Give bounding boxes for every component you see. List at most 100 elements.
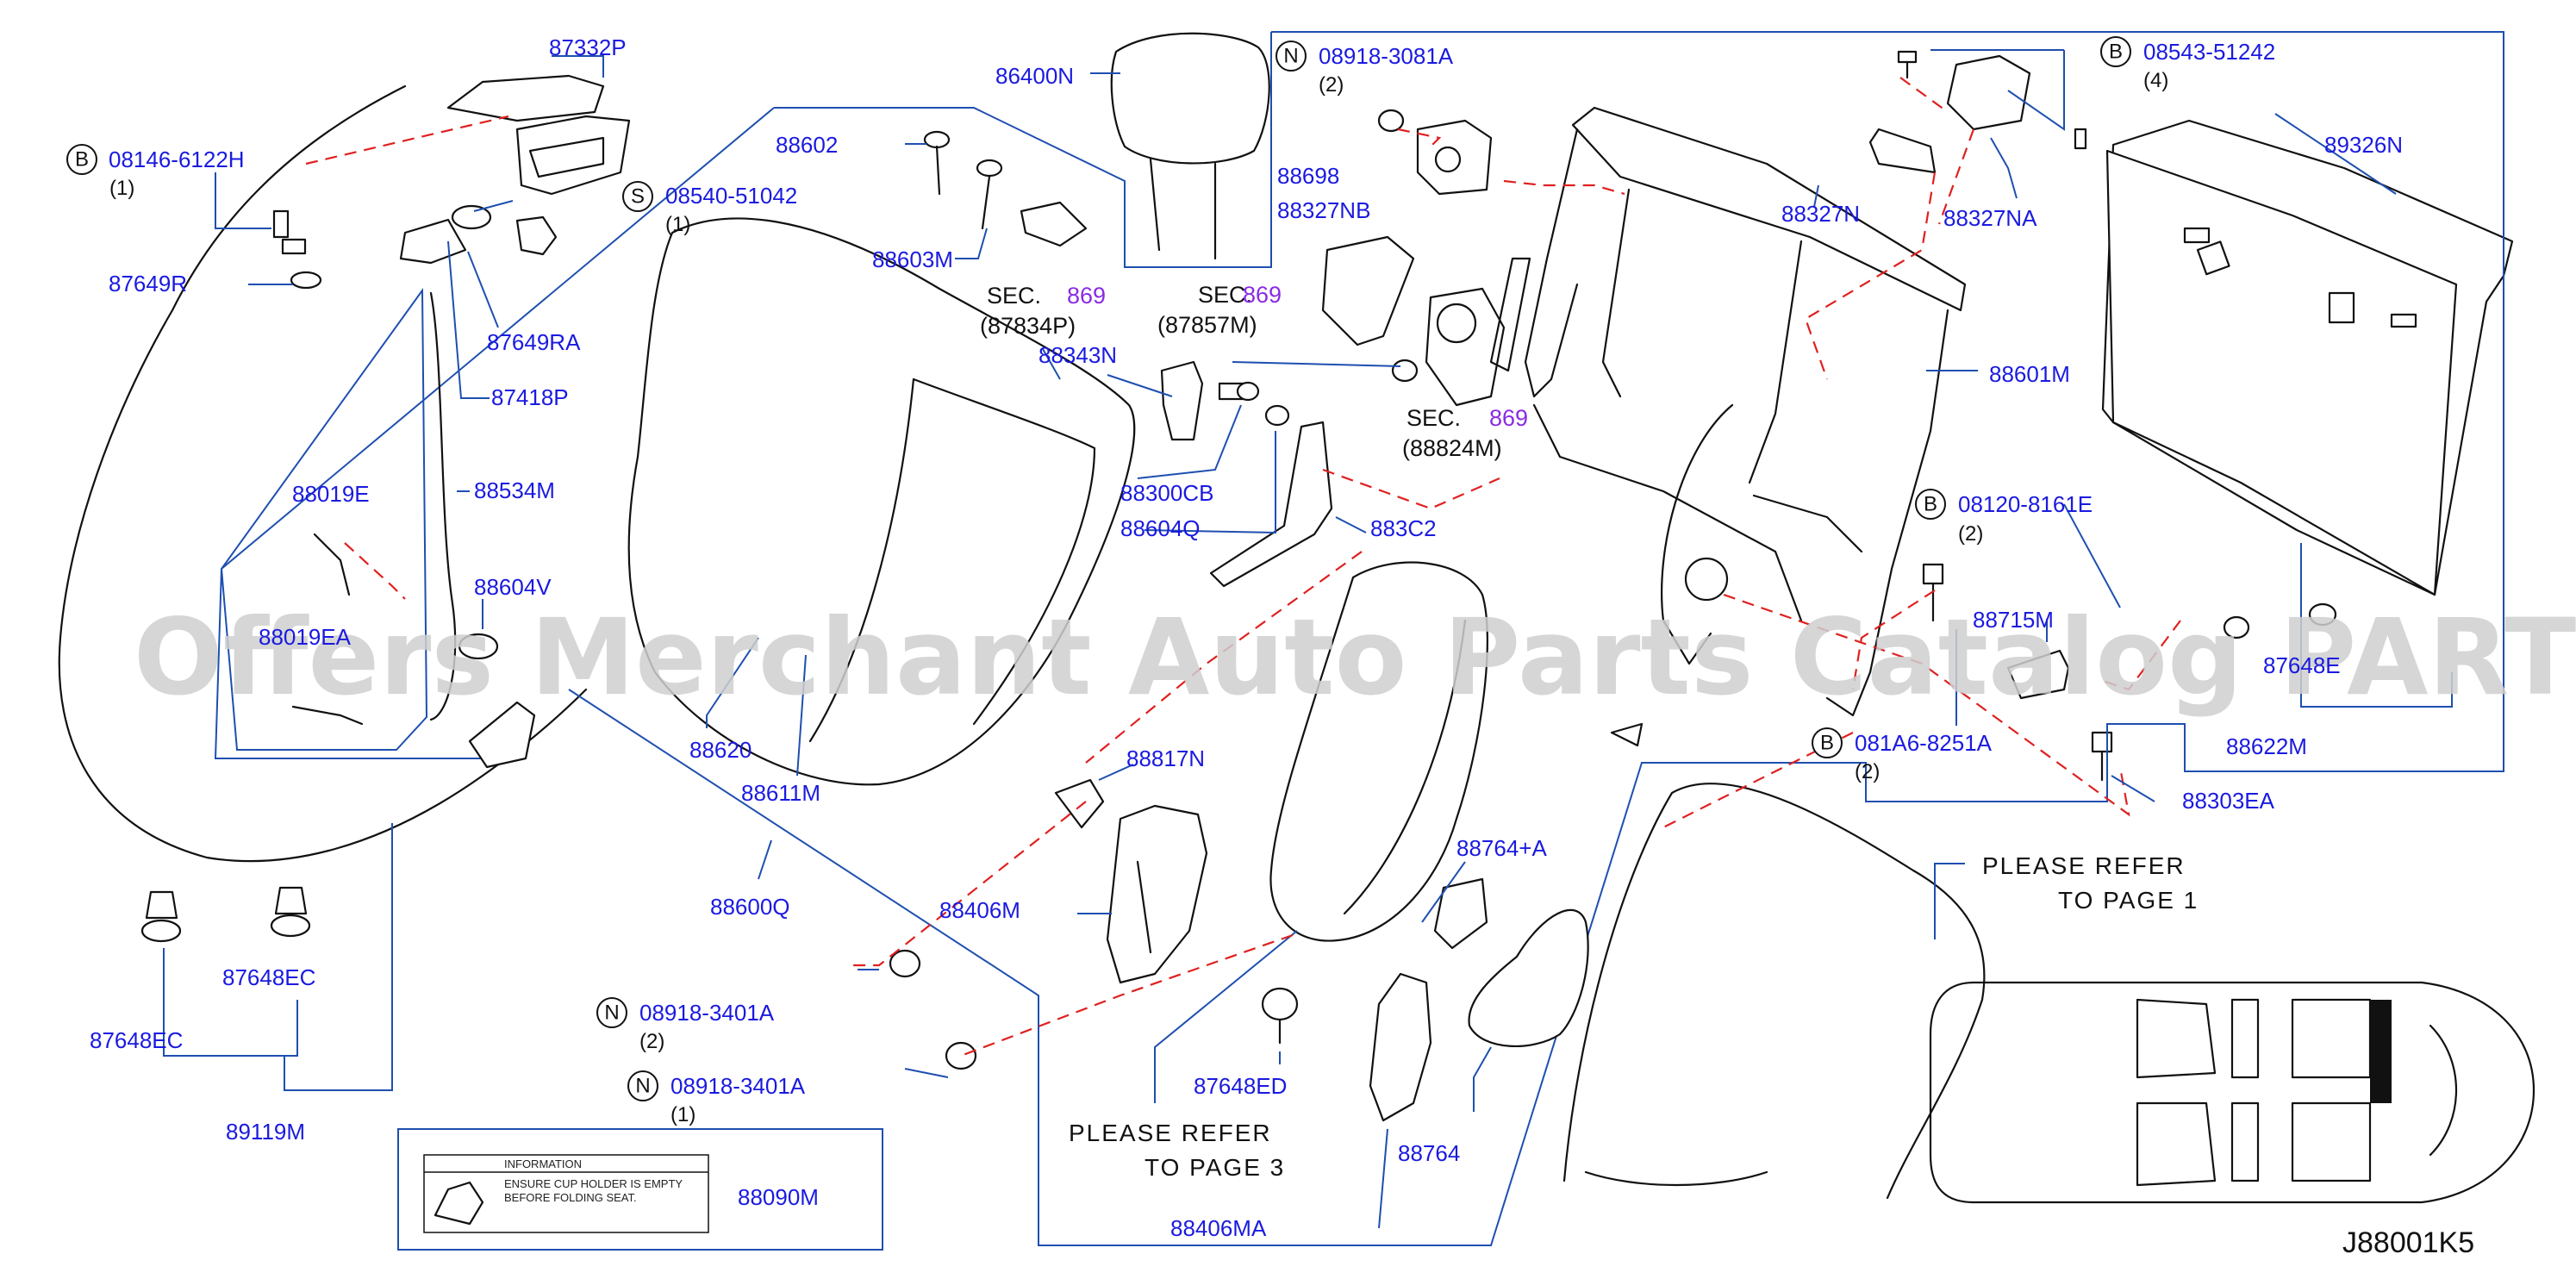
label-88019EA: 88019EA	[259, 624, 352, 650]
nut-08918-3081A-a	[1377, 109, 1405, 133]
section-ref-88824M: SEC. 869 (88824M)	[1402, 405, 1528, 461]
clip-87648EC-b	[270, 886, 311, 938]
clip-87648EC-a	[140, 890, 182, 943]
info-label-line2: BEFORE FOLDING SEAT.	[504, 1191, 637, 1204]
part-number: 08540-51042	[665, 183, 797, 209]
fastener-08918-3081A: N 08918-3081A (2)	[1276, 41, 1454, 97]
info-label-title: INFORMATION	[504, 1157, 582, 1170]
part-number: 08120-8161E	[1958, 491, 2093, 517]
guide-88603M	[976, 159, 1003, 230]
label-87649RA: 87649RA	[487, 329, 581, 355]
cover-87418P	[399, 218, 467, 265]
nut-08918-3401A-a	[889, 949, 921, 978]
cover-88327NB	[1321, 235, 1415, 346]
label-89119M: 89119M	[226, 1119, 305, 1145]
leader-lines	[215, 72, 2155, 1229]
cover-88764A	[1433, 877, 1488, 950]
diagram-code: J88001K5	[2342, 1226, 2474, 1259]
guide-88602	[923, 130, 951, 196]
back-board-89326N	[2101, 119, 2514, 596]
part-number: 08918-3401A	[639, 1000, 775, 1026]
part-number: 08146-6122H	[109, 147, 245, 172]
fastener-08120-8161E: B 08120-8161E (2)	[1915, 489, 2093, 546]
label-88534M: 88534M	[474, 477, 555, 503]
label-88327NB: 88327NB	[1277, 197, 1370, 223]
bracket-88343N	[1160, 360, 1204, 441]
svg-text:N: N	[635, 1075, 650, 1098]
svg-text:B: B	[2109, 41, 2123, 64]
label-87418P: 87418P	[491, 384, 569, 410]
svg-text:PLEASE REFER: PLEASE REFER	[1982, 852, 2186, 879]
fastener-08918-3401A-qty2: N 08918-3401A (2)	[596, 997, 775, 1053]
svg-text:869: 869	[1067, 283, 1106, 309]
clip-87648E	[2308, 602, 2337, 627]
quantity: (2)	[1855, 760, 1880, 783]
headrest-86400N	[1110, 32, 1270, 260]
grommet-88604V	[458, 633, 499, 660]
bolt-08120-8161E	[1922, 563, 1944, 622]
label-88406M: 88406M	[939, 897, 1020, 923]
label-88817N: 88817N	[1126, 746, 1205, 771]
watermark-text: Offers Merchant Auto Parts Catalog PARTS…	[134, 596, 2576, 719]
tag-869	[1020, 201, 1088, 247]
part-number: 08543-51242	[2143, 39, 2275, 65]
note-refer-page-1: PLEASE REFER TO PAGE 1	[1982, 852, 2199, 914]
svg-text:869: 869	[1243, 282, 1282, 308]
quantity: (1)	[109, 177, 134, 200]
cup-holder-87332P	[446, 55, 631, 196]
svg-text:(87857M): (87857M)	[1157, 312, 1257, 338]
label-88303EA: 88303EA	[2182, 788, 2275, 814]
bolt-88300CB	[1218, 381, 1260, 402]
label-86400N: 86400N	[995, 63, 1074, 89]
label-88343N: 88343N	[1039, 342, 1117, 368]
bracket-88327NA	[1946, 54, 2031, 131]
quantity: (2)	[639, 1030, 664, 1053]
label-88300CB: 88300CB	[1120, 480, 1213, 506]
cap-87649RA	[451, 204, 558, 256]
section-ref-87834P: SEC. 869 (87834P)	[980, 283, 1106, 339]
label-88603M: 88603M	[872, 246, 953, 272]
label-88698: 88698	[1277, 163, 1339, 189]
section-ref-87857M: SEC. 869 (87857M)	[1157, 282, 1282, 338]
quantity: (1)	[671, 1103, 695, 1126]
assembly-lines	[305, 77, 2181, 1058]
label-87648ED: 87648ED	[1194, 1073, 1287, 1099]
label-89326N: 89326N	[2324, 132, 2403, 158]
seatback-frame-88601M	[1489, 106, 1967, 747]
info-label-line1: ENSURE CUP HOLDER IS EMPTY	[504, 1177, 683, 1190]
bolt-88303EA	[2091, 731, 2113, 782]
bracket-88715M	[2006, 649, 2070, 700]
fastener-08540-51042: S 08540-51042 (1)	[622, 181, 797, 236]
label-88604V: 88604V	[474, 574, 552, 600]
nut-08120-8161E	[2223, 615, 2250, 640]
part-labels: 87332P 87649R 87649RA 87418P 88534M 8801…	[90, 34, 2403, 1241]
label-88019E: 88019E	[292, 481, 370, 507]
seat-cushion-outline	[1562, 783, 1986, 1200]
lead-88622M	[2300, 543, 2453, 708]
svg-text:TO PAGE 3: TO PAGE 3	[1145, 1154, 1285, 1181]
hinge-bracket-left	[468, 701, 536, 769]
svg-text:TO PAGE 1: TO PAGE 1	[2058, 887, 2199, 914]
label-883C2: 883C2	[1370, 515, 1437, 541]
quantity: (2)	[1958, 522, 1983, 546]
cover-88817N	[1054, 778, 1105, 829]
label-88622M: 88622M	[2226, 733, 2307, 759]
svg-text:SEC.: SEC.	[987, 283, 1041, 309]
svg-text:(88824M): (88824M)	[1402, 435, 1502, 461]
lock-assembly-88698	[1416, 119, 1493, 196]
fastener-08918-3401A-qty1: N 08918-3401A (1)	[627, 1070, 806, 1126]
label-87648E: 87648E	[2263, 652, 2341, 678]
fastener-08146-6122H: B 08146-6122H (1)	[66, 144, 245, 200]
clip-87648ED	[1261, 987, 1299, 1045]
note-refer-page-3: PLEASE REFER TO PAGE 3	[1069, 1120, 1285, 1181]
label-87332P: 87332P	[549, 34, 627, 60]
fastener-08543-51242: B 08543-51242 (4)	[2100, 36, 2275, 92]
svg-text:SEC.: SEC.	[1198, 282, 1252, 308]
part-number: 081A6-8251A	[1855, 730, 1993, 756]
svg-text:869: 869	[1489, 405, 1528, 431]
info-label-box: INFORMATION ENSURE CUP HOLDER IS EMPTY B…	[397, 1128, 883, 1251]
screw-08543-51242	[1897, 50, 2087, 150]
svg-text:SEC.: SEC.	[1407, 405, 1461, 431]
nut-08918-3081A-b	[1391, 359, 1419, 383]
